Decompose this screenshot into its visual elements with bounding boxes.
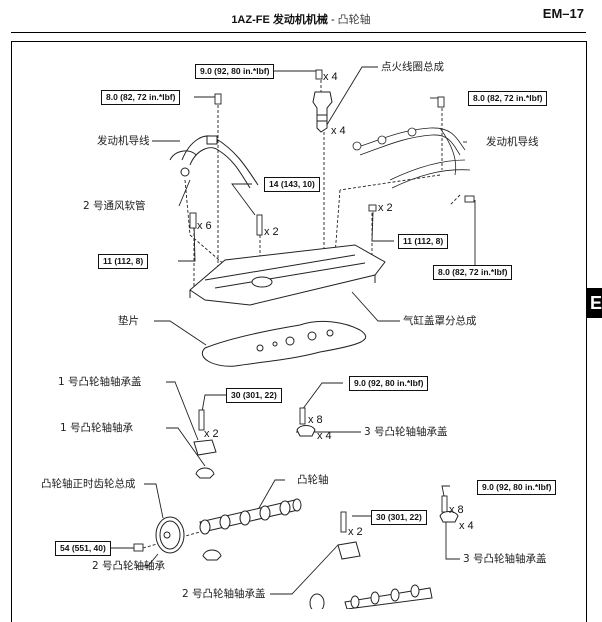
torque-spec-harness-bolt-right-top: 8.0 (82, 72 in.*lbf) bbox=[468, 91, 548, 106]
label-gasket: 垫片 bbox=[118, 315, 139, 327]
bearing-cap-2-shape bbox=[337, 541, 361, 560]
bolt-icon bbox=[464, 195, 475, 203]
bolt-icon bbox=[315, 69, 323, 80]
label-ventilation-hose: 2 号通风软管 bbox=[83, 200, 146, 212]
bearing-1-shape bbox=[195, 467, 215, 479]
exploded-view-diagram bbox=[111, 66, 476, 609]
label-bearing-cap-3-lower: 3 号凸轮轴轴承盖 bbox=[463, 553, 547, 565]
torque-spec-cap2-bolt: 30 (301, 22) bbox=[371, 510, 427, 525]
label-ignition-coil: 点火线圈总成 bbox=[381, 61, 444, 73]
label-bearing-1: 1 号凸轮轴轴承 bbox=[60, 422, 134, 434]
label-timing-gear: 凸轮轴正时齿轮总成 bbox=[41, 478, 136, 490]
header-title: 1AZ-FE 发动机机械 - 凸轮轴 bbox=[0, 11, 602, 27]
label-cylinder-head-cover: 气缸盖罩分总成 bbox=[403, 315, 477, 327]
label-bearing-2: 2 号凸轮轴轴承 bbox=[92, 560, 166, 572]
header-separator: - bbox=[330, 14, 335, 26]
engine-wire-left-shape bbox=[169, 135, 259, 189]
diagram-frame bbox=[11, 41, 587, 622]
label-bearing-cap-2: 2 号凸轮轴轴承盖 bbox=[182, 588, 266, 600]
bolt-icon bbox=[214, 93, 222, 105]
section-tab[interactable]: E bbox=[587, 288, 602, 318]
engine-wire-right-shape bbox=[352, 127, 471, 189]
qty-coil-bolt: x 4 bbox=[323, 71, 338, 83]
torque-spec-harness-bolt-left: 8.0 (82, 72 in.*lbf) bbox=[101, 90, 181, 105]
bolt-icon bbox=[437, 96, 445, 108]
header-rule bbox=[11, 32, 586, 33]
label-engine-wire-left: 发动机导线 bbox=[97, 135, 150, 147]
cylinder-head-cover-shape bbox=[189, 244, 386, 306]
torque-spec-harness-bolt-right-bottom: 8.0 (82, 72 in.*lbf) bbox=[433, 265, 513, 280]
bolt-icon bbox=[441, 495, 448, 513]
bearing-cap-1-shape bbox=[193, 439, 217, 456]
torque-spec-cover-nut-left: 11 (112, 8) bbox=[98, 254, 149, 269]
header-section: 发动机机械 bbox=[272, 14, 328, 26]
bearing-2-shape bbox=[202, 549, 222, 561]
bolt-icon bbox=[368, 204, 377, 212]
bolt-icon bbox=[133, 543, 144, 552]
torque-spec-cap3-bolt-upper: 9.0 (92, 80 in.*lbf) bbox=[349, 376, 429, 391]
bolt-icon bbox=[189, 212, 197, 229]
bolt-icon bbox=[256, 214, 263, 236]
label-engine-wire-right: 发动机导线 bbox=[486, 136, 539, 148]
leader-lines bbox=[111, 66, 476, 595]
torque-spec-cover-bolt-center: 14 (143, 10) bbox=[264, 177, 320, 192]
torque-spec-coil-bolt: 9.0 (92, 80 in.*lbf) bbox=[195, 64, 275, 79]
bolt-icon bbox=[340, 511, 347, 533]
qty-coil: x 4 bbox=[331, 125, 346, 137]
label-bearing-cap-1: 1 号凸轮轴轴承盖 bbox=[58, 376, 142, 388]
page-number: EM–17 bbox=[542, 6, 584, 21]
bolt-icon bbox=[299, 407, 306, 425]
qty-cap3-bolt-upper: x 8 bbox=[308, 414, 323, 426]
bearing-parts bbox=[193, 425, 459, 561]
bearing-cap-3-lower-shape bbox=[439, 511, 459, 523]
qty-cap3-lower: x 4 bbox=[459, 520, 474, 532]
label-camshaft: 凸轮轴 bbox=[297, 474, 329, 486]
ignition-coil-shape bbox=[312, 91, 333, 133]
qty-cover-bolt-center: x 2 bbox=[264, 226, 279, 238]
torque-spec-cap3-bolt-lower: 9.0 (92, 80 in.*lbf) bbox=[477, 480, 557, 495]
camshaft-lower-shape bbox=[309, 584, 433, 609]
torque-spec-cap1-bolt: 30 (301, 22) bbox=[226, 388, 282, 403]
qty-cap1-bolt: x 2 bbox=[204, 428, 219, 440]
header-engine: 1AZ-FE bbox=[231, 14, 270, 26]
label-bearing-cap-3-upper: 3 号凸轮轴轴承盖 bbox=[364, 426, 448, 438]
page-header: 1AZ-FE 发动机机械 - 凸轮轴 EM–17 bbox=[0, 6, 602, 33]
gasket-shape bbox=[202, 320, 367, 367]
header-subsection: 凸轮轴 bbox=[337, 14, 371, 26]
qty-cap3-bolt-lower: x 8 bbox=[449, 504, 464, 516]
camshaft-upper-shape bbox=[199, 498, 302, 535]
qty-cover-nut-right: x 2 bbox=[378, 202, 393, 214]
torque-spec-gear-bolt: 54 (551, 40) bbox=[55, 541, 111, 556]
torque-spec-cover-nut-right: 11 (112, 8) bbox=[398, 234, 449, 249]
timing-gear-shape bbox=[155, 516, 185, 554]
qty-cover-nut-left: x 6 bbox=[197, 220, 212, 232]
qty-cap2-bolt: x 2 bbox=[348, 526, 363, 538]
bolt-icon bbox=[198, 409, 205, 431]
bolt-icons bbox=[133, 69, 475, 552]
bearing-cap-3-upper-shape bbox=[296, 425, 316, 437]
qty-cap3-upper: x 4 bbox=[317, 430, 332, 442]
